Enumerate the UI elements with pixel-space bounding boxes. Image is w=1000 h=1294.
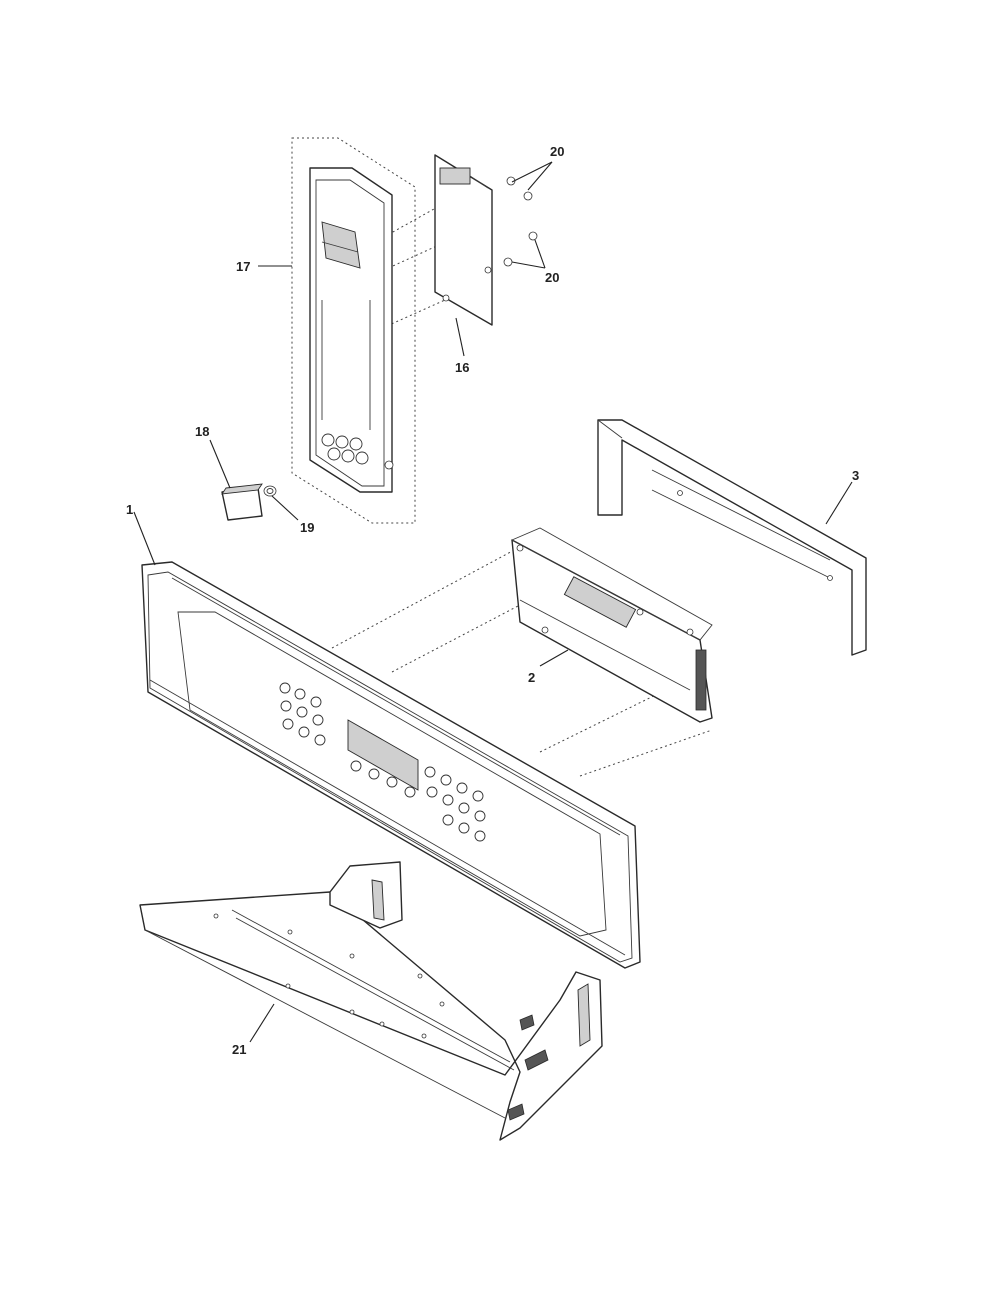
part-16-circuit-board [434,154,493,326]
callout-20-top: 20 [550,144,564,159]
callout-3: 3 [852,468,859,483]
callout-labels: 17 16 20 20 18 19 1 2 3 21 [126,144,859,1057]
part-17-control-overlay [291,137,416,524]
callout-2: 2 [528,670,535,685]
callout-19: 19 [300,520,314,535]
callout-20-bottom: 20 [545,270,559,285]
part-1-control-console [141,561,641,969]
callout-17: 17 [236,259,250,274]
part-2-control-module [510,527,713,723]
part-19-spring [263,485,277,497]
part-3-trim-bracket [597,419,867,656]
part-20-screws [503,176,538,267]
leader-lines [133,161,853,1043]
part-21-mounting-bracket [139,861,603,1141]
part-18-knob [221,483,263,521]
keypad-buttons [279,682,486,842]
callout-21: 21 [232,1042,246,1057]
callout-16: 16 [455,360,469,375]
callout-18: 18 [195,424,209,439]
callout-1: 1 [126,502,133,517]
